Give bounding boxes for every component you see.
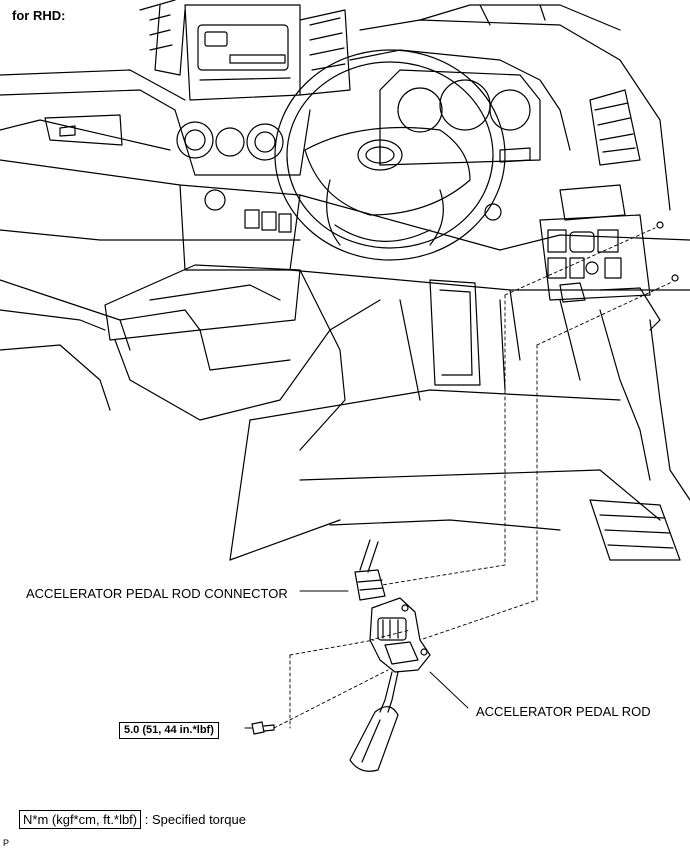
lower-dashboard: [0, 159, 690, 331]
steering-wheel: [274, 49, 506, 261]
dashboard: [0, 4, 671, 221]
page-mark: P: [3, 838, 10, 848]
leader-lines: [244, 227, 673, 729]
diagram-title: for RHD:: [12, 8, 66, 23]
accelerator-pedal-assembly: [349, 597, 431, 772]
center-console: [139, 0, 351, 101]
torque-legend: N*m (kgf*cm, ft.*lbf) : Specified torque: [19, 810, 246, 829]
label-accelerator-pedal-rod-connector: ACCELERATOR PEDAL ROD CONNECTOR: [26, 586, 288, 601]
instrument-cluster: [379, 69, 541, 166]
bolt-drawing: [251, 721, 275, 735]
torque-specification-box: 5.0 (51, 44 in.*lbf): [119, 722, 219, 739]
legend-unit-box: N*m (kgf*cm, ft.*lbf): [19, 810, 142, 829]
label-accelerator-pedal-rod: ACCELERATOR PEDAL ROD: [476, 704, 651, 719]
floor-area: [229, 279, 690, 561]
center-tunnel: [0, 264, 381, 451]
accelerator-pedal-rod-connector-drawing: [354, 539, 386, 601]
legend-description: : Specified torque: [144, 812, 246, 827]
